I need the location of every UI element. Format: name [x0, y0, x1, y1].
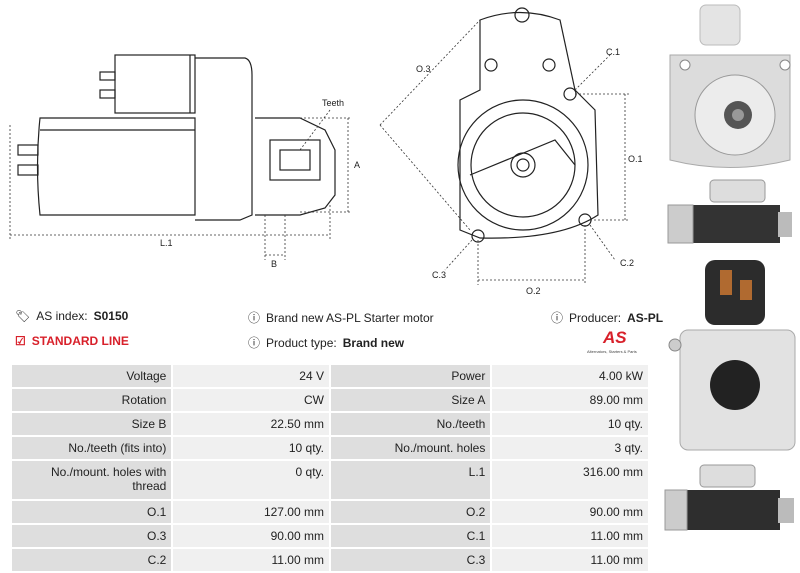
standard-line: ☑ STANDARD LINE — [15, 334, 129, 348]
standard-line-label: STANDARD LINE — [31, 334, 129, 348]
spec-label: Power — [330, 365, 491, 387]
photo-rear-view — [668, 260, 796, 451]
spec-value: 10 qty. — [173, 437, 329, 459]
table-row: No./teeth (fits into)10 qty.No./mount. h… — [12, 437, 648, 459]
spec-value: 90.00 mm — [492, 501, 648, 523]
spec-value: 11.00 mm — [492, 549, 648, 571]
tag-icon: 🏷 — [15, 309, 31, 323]
dimension-o2-label: O.2 — [526, 286, 541, 296]
producer-value: AS-PL — [627, 310, 664, 325]
spec-value: 89.00 mm — [492, 389, 648, 411]
dimension-o1-label: O.1 — [628, 154, 643, 164]
info-icon: ⓘ — [551, 311, 564, 325]
spec-label: C.1 — [330, 525, 491, 547]
spec-label: Size A — [330, 389, 491, 411]
spec-label: O.1 — [12, 501, 172, 523]
description: ⓘ Brand new AS-PL Starter motor — [248, 309, 434, 326]
spec-value: 127.00 mm — [173, 501, 329, 523]
dimension-b-label: B — [271, 259, 277, 269]
logo-tagline: Alternators, Starters & Parts — [587, 349, 637, 354]
spec-label: No./mount. holes — [330, 437, 491, 459]
producer: ⓘ Producer: AS-PL — [551, 309, 663, 326]
spec-value: 0 qty. — [173, 461, 329, 499]
as-index-label: AS index: — [36, 309, 88, 323]
spec-value: 11.00 mm — [173, 549, 329, 571]
spec-label: C.3 — [330, 549, 491, 571]
as-index-value: S0150 — [93, 309, 129, 323]
logo-text: AS — [602, 328, 627, 347]
spec-value: 316.00 mm — [492, 461, 648, 499]
technical-drawings: Teeth A B L.1 O.3 O.1 O.2 C.1 C.2 C.3 — [9, 7, 643, 296]
spec-label: O.2 — [330, 501, 491, 523]
teeth-label: Teeth — [322, 98, 344, 108]
spec-label: Voltage — [12, 365, 172, 387]
spec-value: 3 qty. — [492, 437, 648, 459]
product-info: 🏷 AS index: S0150 ☑ STANDARD LINE ⓘ Bran… — [0, 305, 663, 360]
spec-value: 22.50 mm — [173, 413, 329, 435]
spec-value: CW — [173, 389, 329, 411]
product-type-value: Brand new — [342, 335, 405, 350]
product-type-label: Product type: — [266, 335, 337, 350]
photo-side-view — [667, 179, 792, 244]
dimension-c2-label: C.2 — [620, 258, 634, 268]
info-icon: ⓘ — [248, 311, 261, 325]
as-index: 🏷 AS index: S0150 — [15, 309, 128, 323]
spec-value: 90.00 mm — [173, 525, 329, 547]
dimension-l1-label: L.1 — [160, 238, 173, 248]
spec-value: 11.00 mm — [492, 525, 648, 547]
dimension-o3-label: O.3 — [416, 64, 431, 74]
spec-label: L.1 — [330, 461, 491, 499]
spec-label: Size B — [12, 413, 172, 435]
description-text: Brand new AS-PL Starter motor — [266, 310, 434, 325]
spec-label: No./mount. holes with thread — [12, 461, 172, 499]
product-photos — [664, 4, 796, 531]
spec-label: Rotation — [12, 389, 172, 411]
photo-front-view — [669, 4, 791, 168]
info-icon: ⓘ — [248, 336, 261, 350]
as-pl-logo: AS Alternators, Starters & Parts — [587, 328, 637, 354]
dimension-c1-label: C.1 — [606, 47, 620, 57]
dimension-c3-label: C.3 — [432, 270, 446, 280]
producer-label: Producer: — [569, 310, 622, 325]
product-type: ⓘ Product type: Brand new — [248, 334, 404, 351]
checkbox-check-icon: ☑ — [15, 334, 26, 348]
spec-label: No./teeth (fits into) — [12, 437, 172, 459]
spec-value: 4.00 kW — [492, 365, 648, 387]
dimension-a-label: A — [354, 160, 360, 170]
spec-label: No./teeth — [330, 413, 491, 435]
spec-label: C.2 — [12, 549, 172, 571]
spec-value: 24 V — [173, 365, 329, 387]
spec-label: O.3 — [12, 525, 172, 547]
spec-value: 10 qty. — [492, 413, 648, 435]
photo-side-angled-view — [664, 464, 794, 531]
